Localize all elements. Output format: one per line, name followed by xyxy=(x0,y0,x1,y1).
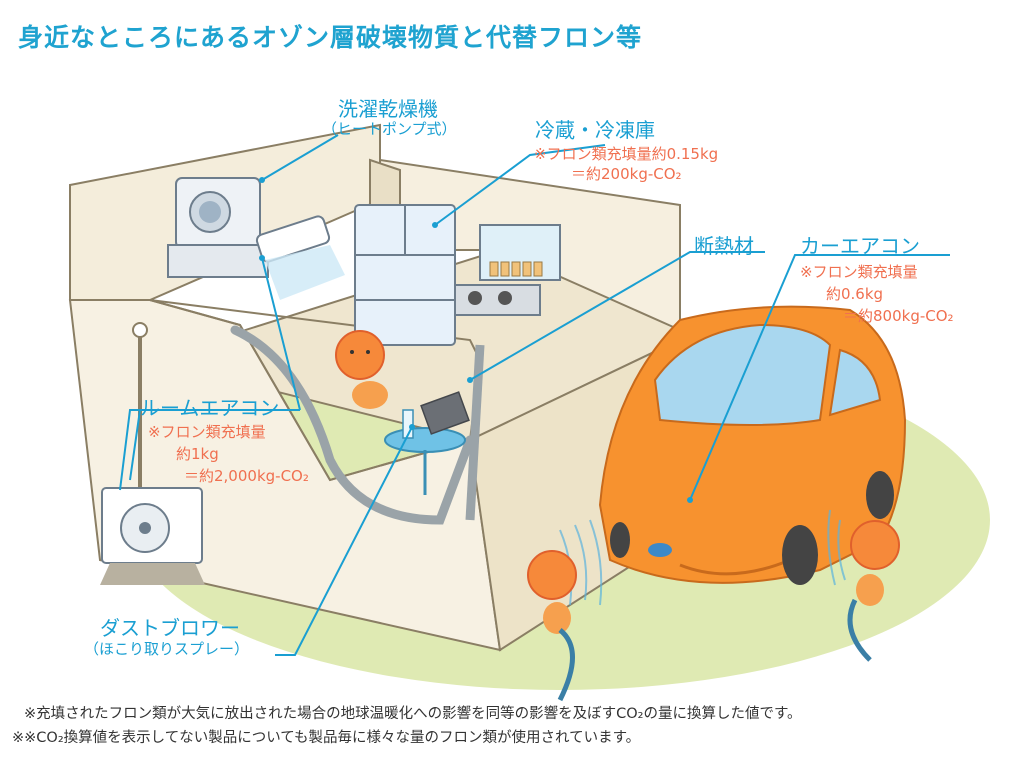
fridge-value-1: ※フロン類充填量約0.15kg xyxy=(534,145,719,163)
fridge-value-2: ＝約200kg-CO₂ xyxy=(571,165,682,183)
room-ac-label: ルームエアコン xyxy=(140,396,280,420)
washer-label: 洗濯乾燥機 xyxy=(338,97,438,121)
laptop xyxy=(420,391,470,435)
insulation-label: 断熱材 xyxy=(694,234,754,258)
washer-sublabel: （ヒートポンプ式） xyxy=(322,120,457,138)
leader-lines xyxy=(119,134,950,656)
fridge-label: 冷蔵・冷凍庫 xyxy=(535,118,655,142)
car-ac-value-3: ＝約800kg-CO₂ xyxy=(843,307,954,325)
page-title: 身近なところにあるオゾン層破壊物質と代替フロン等 xyxy=(18,23,643,52)
dust-blower-sublabel: （ほこり取りスプレー） xyxy=(84,640,250,658)
ozone-character-right xyxy=(847,520,900,662)
car-ac-value-1: ※フロン類充填量 xyxy=(800,263,918,281)
dust-blower-label: ダストブロワー xyxy=(100,616,240,640)
table xyxy=(384,427,466,453)
room-ac-value-2: 約1kg xyxy=(176,445,219,463)
footnote-1: ※充填されたフロン類が大気に放出された場合の地球温暖化への影響を同等の影響を及ぼ… xyxy=(24,706,802,722)
dust-blower-can xyxy=(402,409,414,439)
ozone-character-room xyxy=(335,330,385,380)
room-ac-value-3: ＝約2,000kg-CO₂ xyxy=(184,467,309,485)
car-ac-value-2: 約0.6kg xyxy=(826,285,884,303)
insulation-band xyxy=(230,325,475,525)
room-ac-value-1: ※フロン類充填量 xyxy=(148,423,266,441)
air-waves xyxy=(559,509,846,606)
spice-jars xyxy=(489,261,543,277)
ozone-character-left xyxy=(527,550,577,702)
footnote-2: ※※CO₂換算値を表示してない製品についても製品毎に様々な量のフロン類が使用され… xyxy=(12,730,641,746)
kitchen-stove xyxy=(454,284,541,316)
room-ac-indoor-unit xyxy=(255,215,331,263)
car-ac-label: カーエアコン xyxy=(800,234,920,258)
